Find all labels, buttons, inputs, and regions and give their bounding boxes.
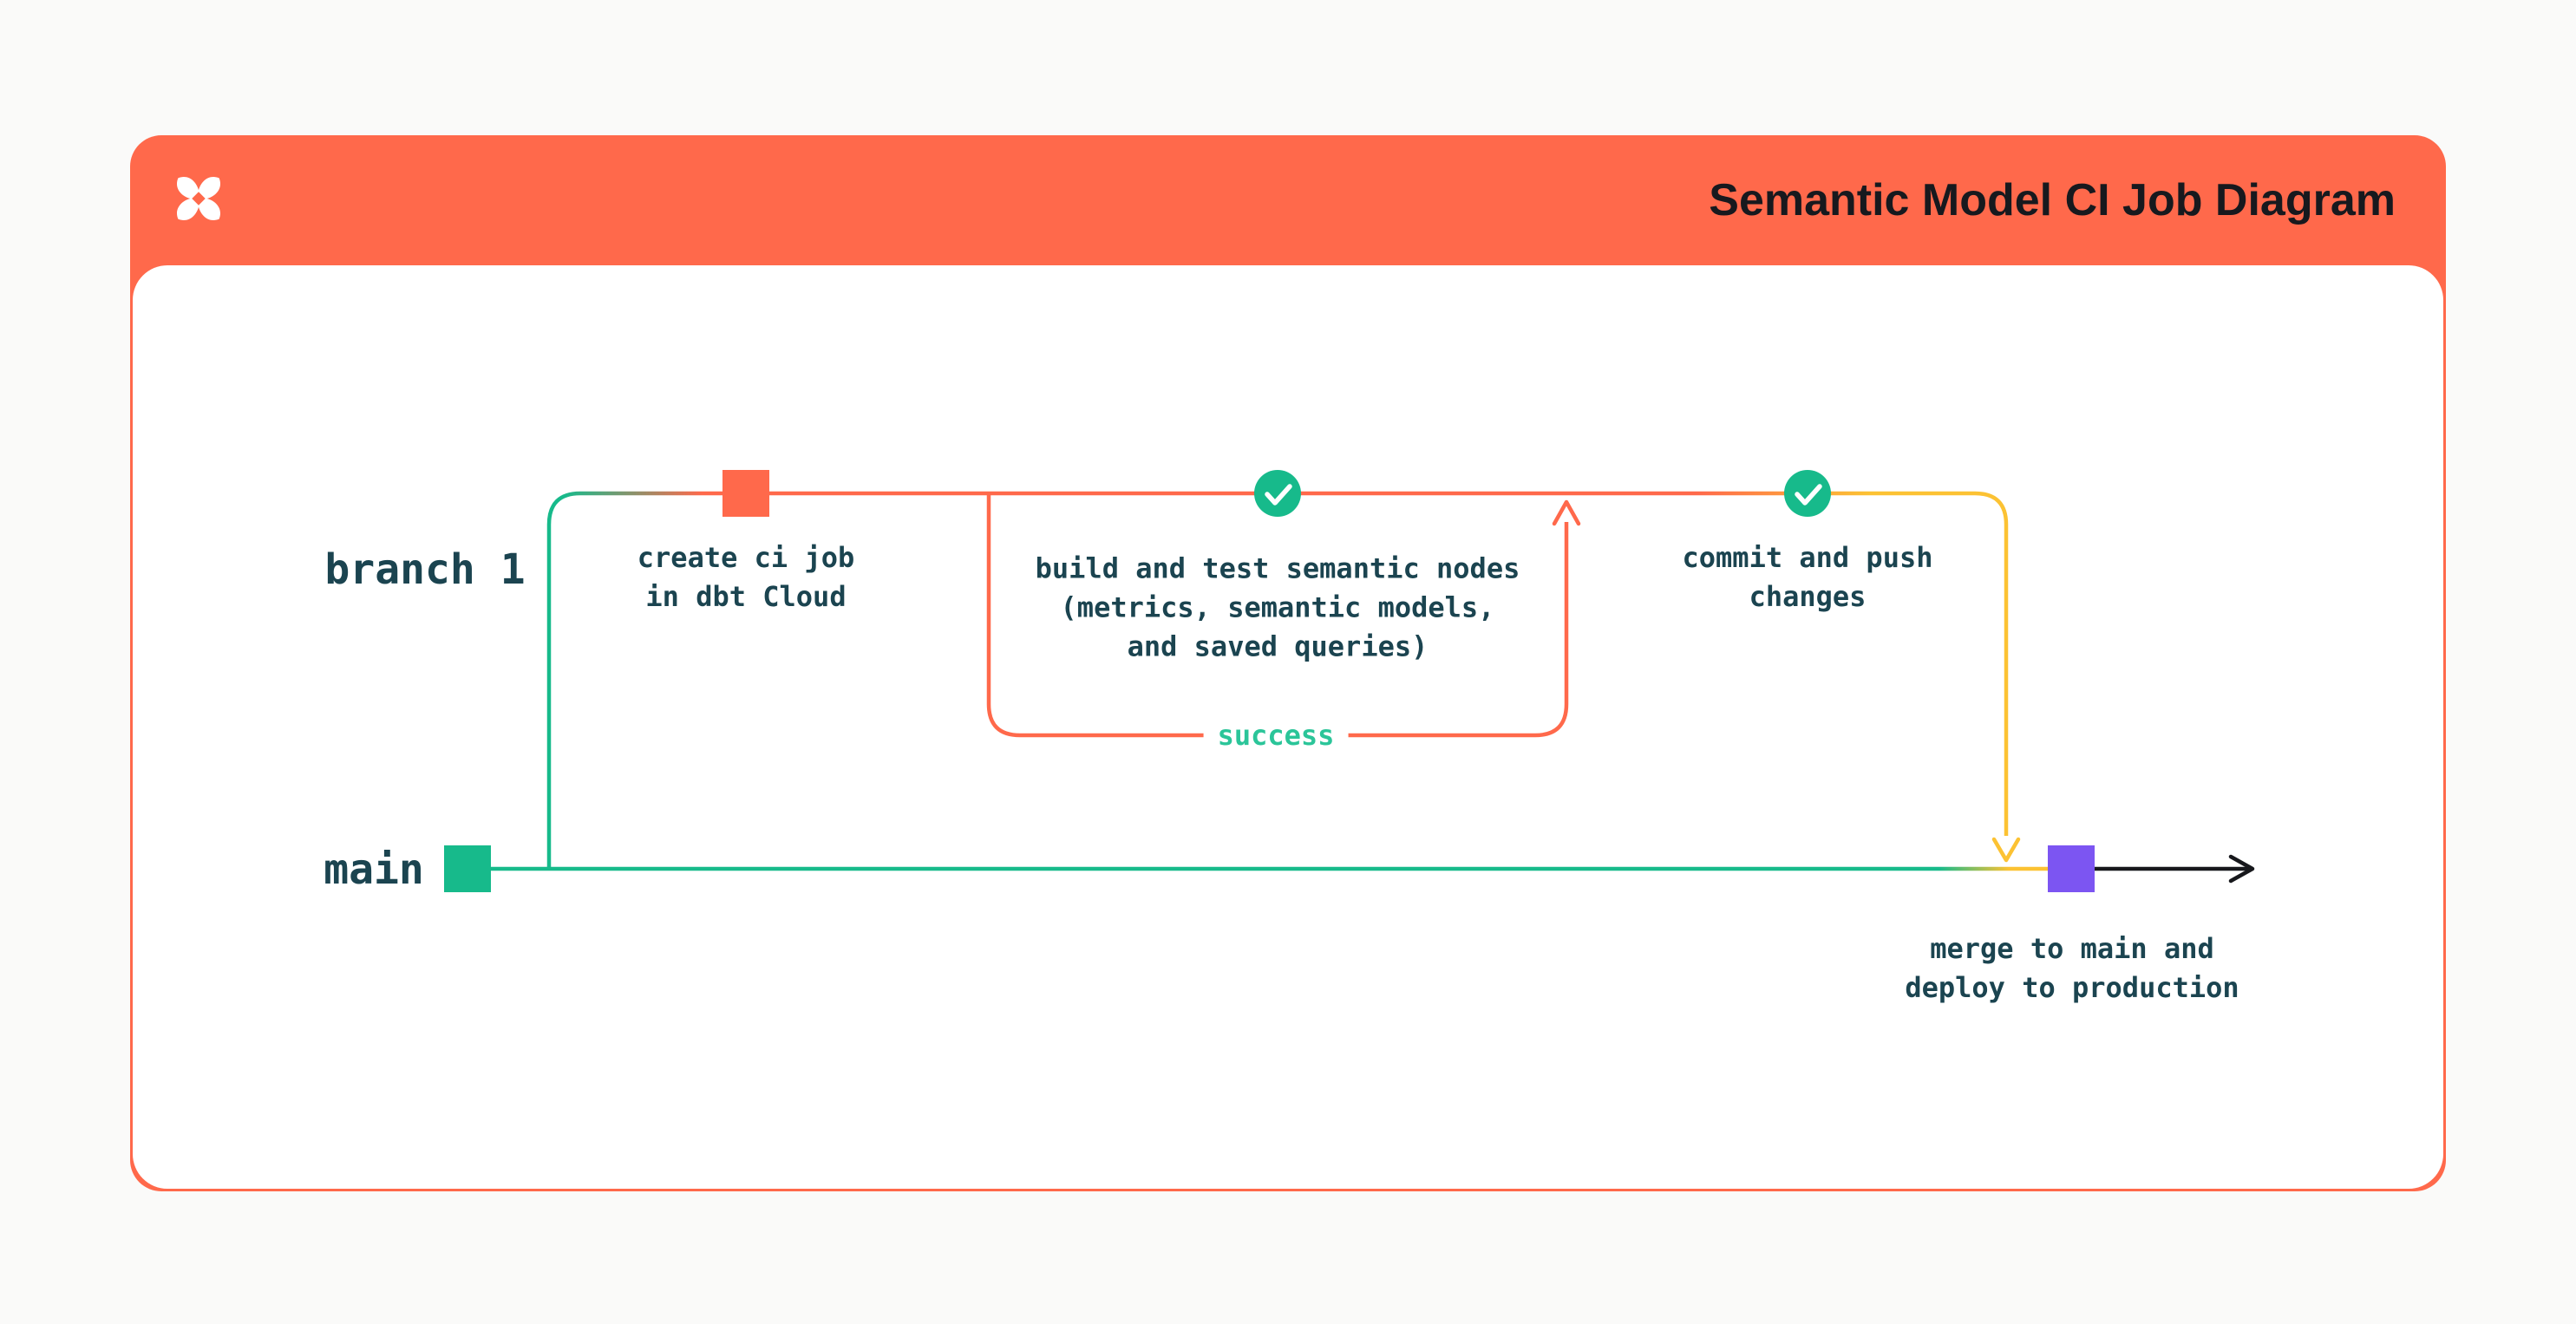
merge-deploy-line1: merge to main and (1930, 932, 2214, 965)
build-test-line1: build and test semantic nodes (1035, 551, 1520, 585)
main-label: main (324, 845, 424, 894)
merge-deploy-label: merge to main and deploy to production (1905, 929, 2239, 1008)
build-test-label: build and test semantic nodes (metrics, … (1036, 550, 1520, 667)
build-test-line2: (metrics, semantic models, (1060, 590, 1495, 624)
dbt-logo-icon (176, 176, 221, 221)
commit-push-line2: changes (1749, 580, 1867, 613)
create-ci-job-line2: in dbt Cloud (645, 580, 847, 613)
branch-1-label: branch 1 (324, 545, 526, 594)
merge-deploy-line2: deploy to production (1905, 971, 2239, 1004)
commit-push-line1: commit and push (1682, 541, 1933, 574)
card-header: Semantic Model CI Job Diagram (130, 135, 2446, 265)
build-test-line3: and saved queries) (1127, 629, 1429, 663)
create-ci-job-label: create ci job in dbt Cloud (637, 538, 854, 616)
commit-push-label: commit and push changes (1683, 538, 1933, 616)
create-ci-job-line1: create ci job (637, 541, 855, 574)
page-title: Semantic Model CI Job Diagram (1709, 175, 2396, 225)
success-label: success (1203, 717, 1349, 753)
